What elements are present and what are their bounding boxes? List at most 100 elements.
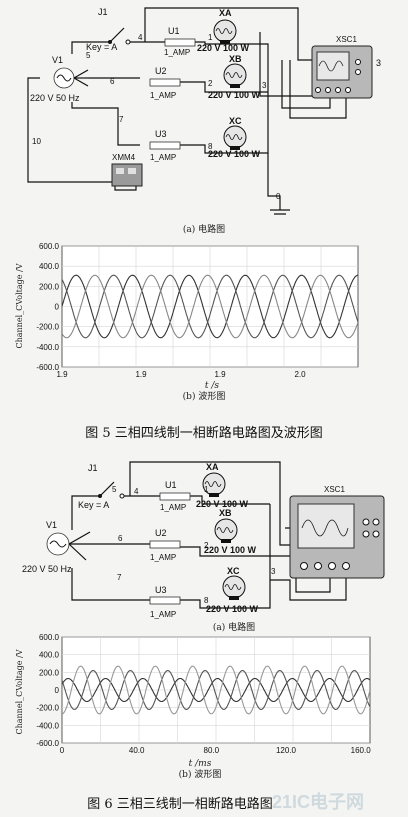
fig6-circuit: J1 Key = A V1 220 V 50 Hz U1 1_AMP U2 1_… [22,461,385,619]
x-tick-label: 1.9 [56,370,68,379]
x-tick-label: 160.0 [351,746,372,755]
y-tick-label: -400.0 [36,721,59,730]
fuse-u3-rating: 1_AMP [150,153,176,162]
fuse-u2-rating: 1_AMP [150,553,176,562]
series-line-1 [62,677,370,703]
y-tick-label: 0 [55,686,60,695]
node-label: 8 [204,596,209,605]
lamp-xc-icon [223,125,247,150]
fuse-u2 [149,78,181,87]
lamp-xa-rating: 220 V 100 W [196,499,249,509]
y-tick-label: -400.0 [36,343,59,352]
x-tick-label: 80.0 [204,746,220,755]
series-line-3 [62,665,370,715]
lamp-xc-label: XC [227,566,240,576]
source-rating: 220 V 50 Hz [22,564,72,574]
lamp-xa-icon [213,19,237,44]
chart-grid [62,245,358,368]
node-label: 3 [262,81,267,90]
lamp-xc-rating: 220 V 100 W [208,149,261,159]
lamp-xb-label: XB [229,54,242,64]
switch-blade [109,27,125,43]
y-tick-labels: 600.0 400.0 200.0 0 -200.0 -400.0 -600.0 [36,633,59,748]
node-label: 6 [110,77,115,86]
scope-label: XSC1 [336,35,357,44]
switch-key-label: Key = A [78,500,109,510]
source-label: V1 [52,55,63,65]
node-label: 10 [32,137,41,146]
y-tick-label: 200.0 [39,282,60,291]
node-label: 6 [118,534,123,543]
node-label: 2 [208,79,213,88]
lamp-xc-rating: 220 V 100 W [206,604,259,614]
y-tick-label: 0 [55,303,60,312]
fuse-u1-label: U1 [165,480,177,490]
scope-label: XSC1 [324,485,345,494]
node-label: 7 [119,115,124,124]
fig5-chart: 600.0 400.0 200.0 0 -200.0 -400.0 -600.0… [15,242,359,391]
x-tick-label: 120.0 [276,746,297,755]
switch-contact [125,39,131,45]
chart-series-group [62,274,358,339]
watermark-logo: 21IC电子网 [272,791,364,812]
fuse-u1-label: U1 [168,26,180,36]
fuse-u2-label: U2 [155,528,167,538]
fuse-u1-rating: 1_AMP [160,503,186,512]
lamp-xa-icon [202,472,226,497]
y-tick-label: 600.0 [39,242,60,251]
x-axis-label: t /ms [189,759,212,769]
node-label: 4 [134,487,139,496]
x-tick-label: 40.0 [129,746,145,755]
node-label: 8 [208,142,213,151]
multimeter-xmm4-icon [111,163,143,187]
x-tick-labels: 0 40.0 80.0 120.0 160.0 [60,746,371,755]
fig6-title: 图 6 三相三线制一相断路电路图 [87,796,273,812]
fuse-u1-rating: 1_AMP [164,48,190,57]
switch-pivot [108,40,112,44]
chart-series-group [62,665,370,715]
source-label: V1 [46,520,57,530]
voltage-source [46,531,92,561]
voltage-source [53,67,89,89]
y-tick-label: 400.0 [39,262,60,271]
node-label: 3 [271,567,276,576]
y-tick-label: 400.0 [39,651,60,660]
lamp-xc-icon [222,575,246,600]
fig5-title: 图 5 三相四线制一相断路电路图及波形图 [85,425,323,441]
y-tick-label: -600.0 [36,739,59,748]
y-axis-label: Channel_CVoltage /V [15,649,24,734]
switch-label: J1 [98,7,108,17]
x-tick-label: 1.9 [135,370,147,379]
oscilloscope-xsc1-icon [311,45,373,99]
fig5-chart-caption: (b) 波形图 [183,390,226,402]
chart-grid [62,636,370,744]
lamp-xb-rating: 220 V 100 W [208,90,261,100]
meter-label: XMM4 [112,153,136,162]
fuse-u1 [159,492,191,501]
series-line-1 [62,274,358,339]
x-tick-label: 1.9 [214,370,226,379]
fuse-u2 [149,540,181,549]
x-tick-label: 0 [60,746,65,755]
lamp-xb-rating: 220 V 100 W [204,545,257,555]
x-tick-label: 2.0 [294,370,306,379]
node-label: 0 [276,192,281,201]
switch-key-label: Key = A [86,42,117,52]
fig6-chart-caption: (b) 波形图 [179,768,222,780]
oscilloscope-xsc1-icon [289,495,385,579]
lamp-xa-rating: 220 V 100 W [197,43,250,53]
fuse-u1 [164,38,196,47]
x-tick-labels: 1.9 1.9 1.9 2.0 [56,370,306,379]
series-line-2 [62,274,358,339]
switch-blade [99,481,115,497]
lamp-xa-label: XA [219,8,232,18]
y-tick-label: 600.0 [39,633,60,642]
fuse-u3-rating: 1_AMP [150,610,176,619]
series-line-2 [62,670,370,710]
y-tick-label: 200.0 [39,668,60,677]
node-label: 1 [208,33,213,42]
node-label: 1 [204,485,209,494]
fuse-u2-label: U2 [155,66,167,76]
lamp-xb-label: XB [219,508,232,518]
y-axis-label: Channel_CVoltage /V [15,263,24,348]
